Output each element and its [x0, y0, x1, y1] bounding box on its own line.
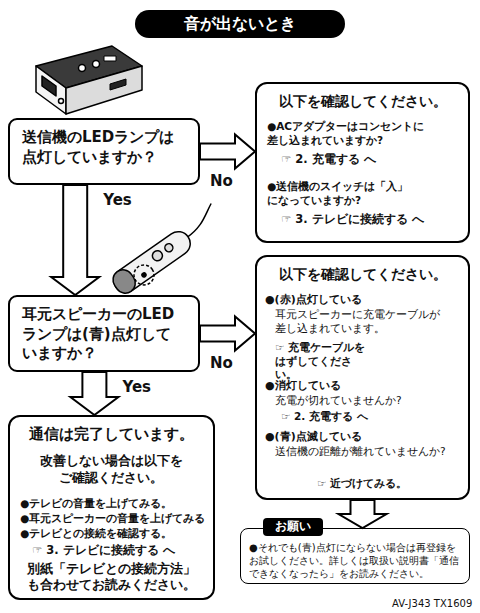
check-box: 以下を確認してください。 ●ACアダプターはコンセントに差し込まれていますか? ☞ …	[255, 82, 470, 243]
box-heading: お願い	[263, 518, 323, 536]
box-text: 改善しない場合は以下をご確認ください。	[36, 453, 186, 487]
box-heading: 耳元スピーカーのLEDランプは(青)点灯していますか？	[22, 305, 182, 364]
transmitter-illustration	[36, 46, 142, 114]
check-box: 以下を確認してください。 ●(赤)点灯している耳元スピーカーに充電ケーブルが差し込…	[255, 255, 470, 500]
box-text: ●テレビとの接続を確認する。	[20, 527, 210, 541]
box-text: ●ACアダプターはコンセントに差し込まれていますか?	[267, 120, 425, 147]
block-arrow	[339, 500, 387, 528]
block-arrow	[200, 135, 255, 169]
box-text: ●(赤)点灯している	[265, 293, 455, 307]
block-arrow	[70, 372, 118, 415]
edge-label: Yes	[103, 191, 132, 209]
box-text: ●それでも(青)点灯にならない場合は再登録をお試しください。詳しくは取扱い説明書…	[249, 541, 463, 580]
request-box: お願い●それでも(青)点灯にならない場合は再登録をお試しください。詳しくは取扱い…	[240, 528, 470, 584]
box-text: 別紙「テレビとの接続方法」も合わせてお読みください。	[21, 561, 201, 594]
box-heading: 以下を確認してください。	[257, 92, 468, 110]
box-heading: 通信は完了しています。	[10, 425, 212, 445]
decision-box: 送信機のLEDランプは点灯していますか？	[8, 118, 200, 185]
box-text: 耳元スピーカーに充電ケーブルが差し込まれています。	[275, 308, 443, 335]
box-heading: 以下を確認してください。	[257, 265, 468, 283]
box-text: ☞ 近づけてみる。	[317, 477, 457, 491]
block-arrow	[200, 317, 255, 351]
box-text: ☞ 3. テレビに接続する へ	[32, 543, 207, 558]
box-heading: 送信機のLEDランプは点灯していますか？	[22, 128, 182, 167]
result-box: 通信は完了しています。改善しない場合は以下をご確認ください。 ●テレビの音量を上げ…	[8, 415, 215, 600]
box-text: ☞ 3. テレビに接続する へ	[281, 212, 456, 227]
decision-box: 耳元スピーカーのLEDランプは(青)点灯していますか？	[8, 295, 200, 372]
box-text: ●(青)点滅している	[265, 430, 455, 444]
box-text: ☞ 2. 充電する へ	[281, 152, 421, 167]
box-text: ●消灯している	[265, 379, 455, 393]
document-code: AV-J343 TX1609	[392, 598, 472, 609]
edge-label: No	[210, 354, 233, 372]
box-text: ●テレビの音量を上げてみる。	[20, 497, 210, 511]
box-text: ●送信機のスイッチは「入」になっていますか?	[267, 180, 419, 207]
box-text: ☞ 2. 充電する へ	[281, 410, 421, 424]
title-pill: 音が出ないとき	[135, 10, 345, 38]
speaker-illustration	[108, 203, 228, 300]
box-text: 充電が切れていませんか?	[275, 394, 415, 408]
box-text: 送信機の距離が離れていませんか?	[275, 445, 465, 459]
edge-label: Yes	[122, 378, 151, 396]
box-text: ●耳元スピーカーの音量を上げてみる	[20, 512, 210, 526]
box-text: ☞ 充電ケーブルをはずしてください。	[275, 341, 370, 382]
block-arrow	[51, 185, 99, 295]
edge-label: No	[210, 172, 233, 190]
